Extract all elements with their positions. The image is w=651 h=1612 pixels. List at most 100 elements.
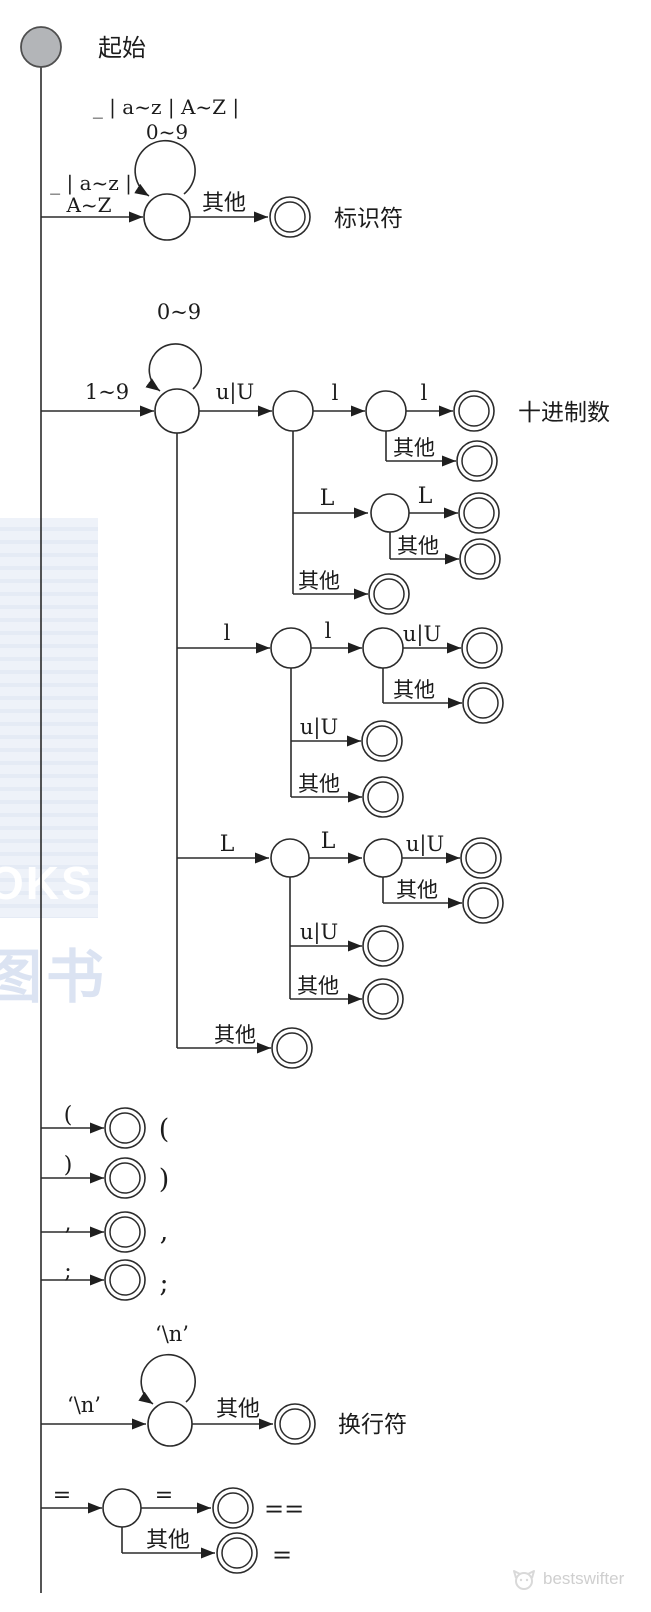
final-state-inner [467,887,499,919]
final-state-inner [463,497,495,529]
final-state-inner [367,983,399,1015]
final-state-inner [464,543,496,575]
final-state-semicolon [104,1259,146,1301]
state-dec-C [365,390,407,432]
edge-label-other: 其他 [298,569,340,593]
final-state-single-eq [216,1532,258,1574]
bestswifter-logo-icon [513,1570,535,1590]
edge-label-uU: u|U [216,380,254,405]
edge-label-newline-other: 其他 [216,1397,260,1422]
edge-label-other: 其他 [214,1023,256,1047]
final-state-circle [460,837,502,879]
edge-label-L: L [320,486,335,511]
result-label-double-eq: == [264,1495,304,1523]
final-state-comma [104,1211,146,1253]
final-state-inner [109,1162,141,1194]
state-newline-circle [147,1401,193,1447]
edge-label-newline-loop: ‘\n’ [155,1322,189,1346]
final-state-inner [461,445,493,477]
edge-label-other: 其他 [393,678,435,702]
edge-label-l: l [332,381,339,405]
state-dec-F [370,493,410,533]
result-label-identifier: 标识符 [334,206,403,232]
final-state-newline [274,1403,316,1445]
result-label-lparen: ( [159,1114,170,1145]
edge-label-lparen: ( [64,1103,73,1128]
state-dec-K [362,627,404,669]
final-state-inner [373,578,405,610]
final-state-circle [462,882,504,924]
identifier-branch: _ | a~z | A~Z _ | a~z | A~Z | 0~9 其他 标识符 [41,95,403,241]
edge-label-other: 其他 [298,772,340,796]
edge-label-id-entry-1: _ | a~z | [50,171,132,196]
edge-label-other: 其他 [297,974,339,998]
edge-label-other: 其他 [393,436,435,460]
edge-label-L: L [418,484,433,509]
edge-label-l: l [421,381,428,405]
state-identifier-circle [143,193,191,241]
edge-label-L: L [220,832,235,857]
final-state-circle [362,776,404,818]
watermark-band [0,518,98,918]
edge-label-id-loop-1: _ | a~z | A~Z | [93,95,239,120]
final-state-inner [221,1537,253,1569]
final-state-circle [362,978,404,1020]
final-state-circle [462,682,504,724]
result-label-semicolon: ; [159,1268,168,1299]
final-state-circle [456,440,498,482]
watermark-tushu-text: 图书 [0,943,109,1011]
edge-label-l: l [224,621,231,645]
final-state-inner [279,1408,311,1440]
final-state-circle [459,538,501,580]
start-state-circle [20,26,62,68]
result-label-rparen: ) [159,1164,170,1195]
decimal-branch: 1~9 0~9 u|U l l 十进制数 其他 L L 其他 [41,300,610,1069]
final-state-identifier-inner [274,201,306,233]
edge-label-other: 其他 [397,534,439,558]
final-state-circle [362,925,404,967]
self-loop [134,139,196,197]
final-state-inner [467,687,499,719]
edge-label-uU: u|U [300,715,338,740]
edge-label-id-loop-2: 0~9 [146,120,188,144]
newline-branch: ‘\n’ ‘\n’ 其他 换行符 [41,1322,407,1447]
final-state-inner [109,1112,141,1144]
start-state: 起始 [20,26,146,68]
final-state-inner [367,930,399,962]
edge-label-uU: u|U [406,832,444,857]
assignment-branch: = = == 其他 = [41,1483,304,1574]
final-state-circle [453,390,495,432]
final-state-rparen [104,1157,146,1199]
state-dec-P [270,838,310,878]
final-state-inner [367,781,399,813]
final-state-circle [361,720,403,762]
final-state-identifier-circle [269,196,311,238]
self-loop [145,343,203,392]
edge-label-semicolon: ; [64,1259,71,1284]
state-dec-A [154,388,200,434]
edge-label-dec-loop: 0~9 [157,300,201,324]
final-state-circle [461,627,503,669]
punctuation-branches: ( ( ) ) , , ; ; [41,1103,170,1301]
edge-label-l: l [325,619,332,643]
final-state-inner [109,1216,141,1248]
edge-label-id-other: 其他 [202,191,246,216]
edge-label-eq: = [53,1483,71,1508]
edge-label-uU: u|U [300,920,338,945]
edge-label-other: 其他 [396,878,438,902]
state-assign-circle [102,1488,142,1528]
final-state-inner [458,395,490,427]
result-label-decimal: 十进制数 [518,400,610,426]
final-state-circle [368,573,410,615]
edge-label-L: L [321,829,336,854]
final-state-lparen [104,1107,146,1149]
final-state-circle [458,492,500,534]
final-state-double-eq [212,1487,254,1529]
state-dec-B [272,390,314,432]
edge-label-comma: , [65,1211,72,1236]
final-state-inner [276,1032,308,1064]
edge-label-assign-other: 其他 [146,1528,190,1553]
result-label-single-eq: = [272,1541,292,1569]
